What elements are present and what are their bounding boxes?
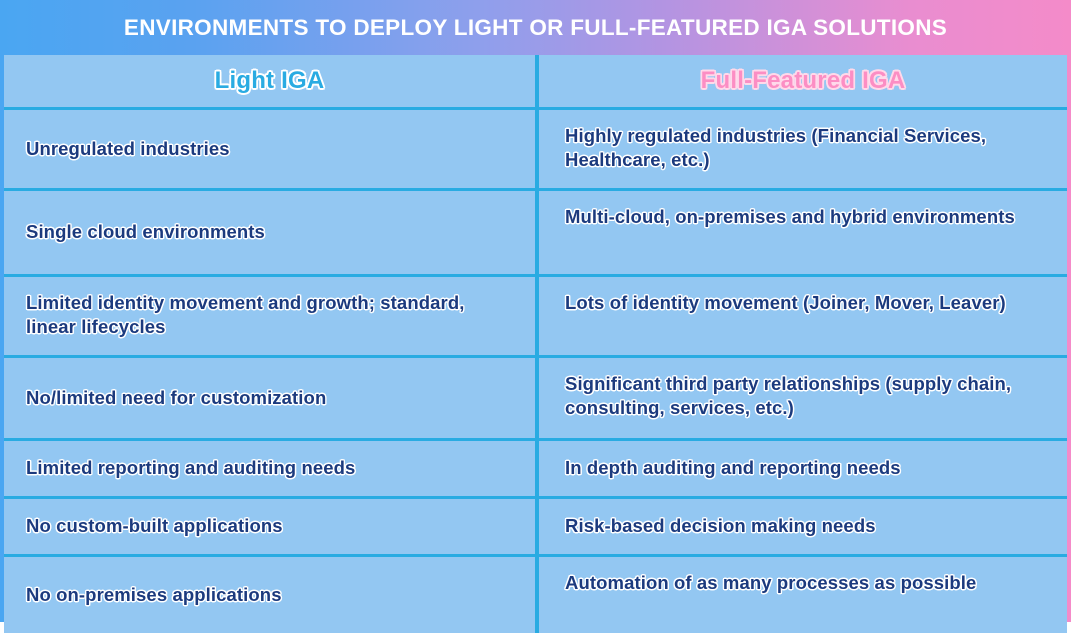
cell-text: No/limited need for customization [26, 386, 327, 408]
column-header-light-iga: Light IGA [4, 55, 535, 107]
table-row: Limited identity movement and growth; st… [4, 277, 1067, 355]
cell-full-featured-iga: Lots of identity movement (Joiner, Mover… [539, 277, 1067, 355]
cell-light-iga: No custom-built applications [4, 499, 535, 554]
cell-full-featured-iga: In depth auditing and reporting needs [539, 441, 1067, 496]
cell-light-iga: Unregulated industries [4, 110, 535, 188]
cell-text: Risk-based decision making needs [565, 515, 876, 537]
cell-text: No on-premises applications [26, 583, 282, 605]
cell-text: Limited reporting and auditing needs [26, 457, 356, 479]
cell-text: Highly regulated industries (Financial S… [565, 125, 987, 171]
cell-full-featured-iga: Significant third party relationships (s… [539, 358, 1067, 438]
table-row: Single cloud environments Multi-cloud, o… [4, 191, 1067, 274]
cell-full-featured-iga: Highly regulated industries (Financial S… [539, 110, 1067, 188]
cell-full-featured-iga: Automation of as many processes as possi… [539, 557, 1067, 633]
cell-text: In depth auditing and reporting needs [565, 457, 901, 479]
cell-full-featured-iga: Multi-cloud, on-premises and hybrid envi… [539, 191, 1067, 274]
cell-light-iga: Limited identity movement and growth; st… [4, 277, 535, 355]
table-grid: Light IGA Full-Featured IGA Unregulated … [4, 55, 1067, 633]
cell-light-iga: No/limited need for customization [4, 358, 535, 438]
cell-text: Multi-cloud, on-premises and hybrid envi… [565, 206, 1015, 227]
column-header-full-featured-iga-label: Full-Featured IGA [700, 67, 906, 94]
table-row: Unregulated industries Highly regulated … [4, 110, 1067, 188]
cell-text: Limited identity movement and growth; st… [26, 292, 465, 338]
cell-text: Automation of as many processes as possi… [565, 572, 977, 593]
table-header-row: Light IGA Full-Featured IGA [4, 55, 1067, 107]
table-row: Limited reporting and auditing needs In … [4, 441, 1067, 496]
column-header-full-featured-iga: Full-Featured IGA [539, 55, 1067, 107]
cell-text: Unregulated industries [26, 137, 230, 159]
table-row: No custom-built applications Risk-based … [4, 499, 1067, 554]
cell-text: Significant third party relationships (s… [565, 373, 1012, 419]
title-banner: ENVIRONMENTS TO DEPLOY LIGHT OR FULL-FEA… [0, 0, 1071, 55]
page-title: ENVIRONMENTS TO DEPLOY LIGHT OR FULL-FEA… [123, 14, 948, 40]
column-header-light-iga-label: Light IGA [214, 67, 325, 94]
table-row: No on-premises applications Automation o… [4, 557, 1067, 633]
cell-text: Single cloud environments [26, 221, 265, 243]
cell-light-iga: No on-premises applications [4, 557, 535, 633]
cell-text: No custom-built applications [26, 515, 283, 537]
cell-light-iga: Single cloud environments [4, 191, 535, 274]
cell-full-featured-iga: Risk-based decision making needs [539, 499, 1067, 554]
cell-text: Lots of identity movement (Joiner, Mover… [565, 292, 1006, 313]
table-row: No/limited need for customization Signif… [4, 358, 1067, 438]
cell-light-iga: Limited reporting and auditing needs [4, 441, 535, 496]
